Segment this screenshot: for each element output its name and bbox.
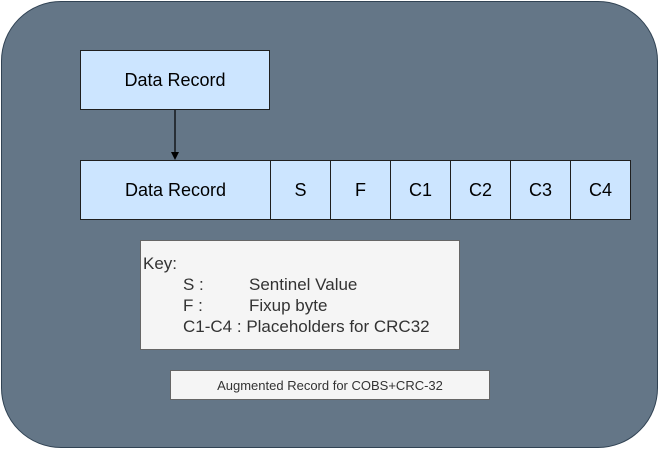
key-term: C1-C4 : [183,317,242,336]
source-data-record-box[interactable]: Data Record [80,50,270,110]
key-meaning: Placeholders for CRC32 [246,317,430,336]
key-entry-crc: C1-C4 : Placeholders for CRC32 [183,316,430,337]
record-field-label: C2 [468,179,492,200]
record-field-c1[interactable]: C1 [390,160,451,220]
record-field-label: F [355,179,366,200]
source-data-record-label: Data Record [124,69,226,90]
key-entry-sentinel: S : Sentinel Value [183,274,357,295]
record-field-label: C3 [528,179,552,200]
diagram-caption[interactable]: Augmented Record for COBS+CRC-32 [170,370,490,400]
record-field-c4[interactable]: C4 [570,160,631,220]
record-field-fixup[interactable]: F [330,160,391,220]
key-meaning: Fixup byte [249,296,328,315]
key-entry-fixup: F : Fixup byte [183,295,327,316]
record-field-data-record[interactable]: Data Record [80,160,271,220]
record-field-label: S [294,179,307,200]
key-title: Key: [143,254,178,273]
key-meaning: Sentinel Value [249,275,358,294]
key-legend[interactable]: Key: S : Sentinel Value F : Fixup byte C1-… [140,240,460,350]
record-field-c2[interactable]: C2 [450,160,511,220]
record-field-label: C4 [588,179,612,200]
record-field-label: C1 [408,179,432,200]
key-term: S : [183,275,204,294]
caption-text: Augmented Record for COBS+CRC-32 [217,377,443,393]
record-field-label: Data Record [124,179,227,200]
record-field-sentinel[interactable]: S [270,160,331,220]
record-field-c3[interactable]: C3 [510,160,571,220]
key-term: F : [183,296,203,315]
